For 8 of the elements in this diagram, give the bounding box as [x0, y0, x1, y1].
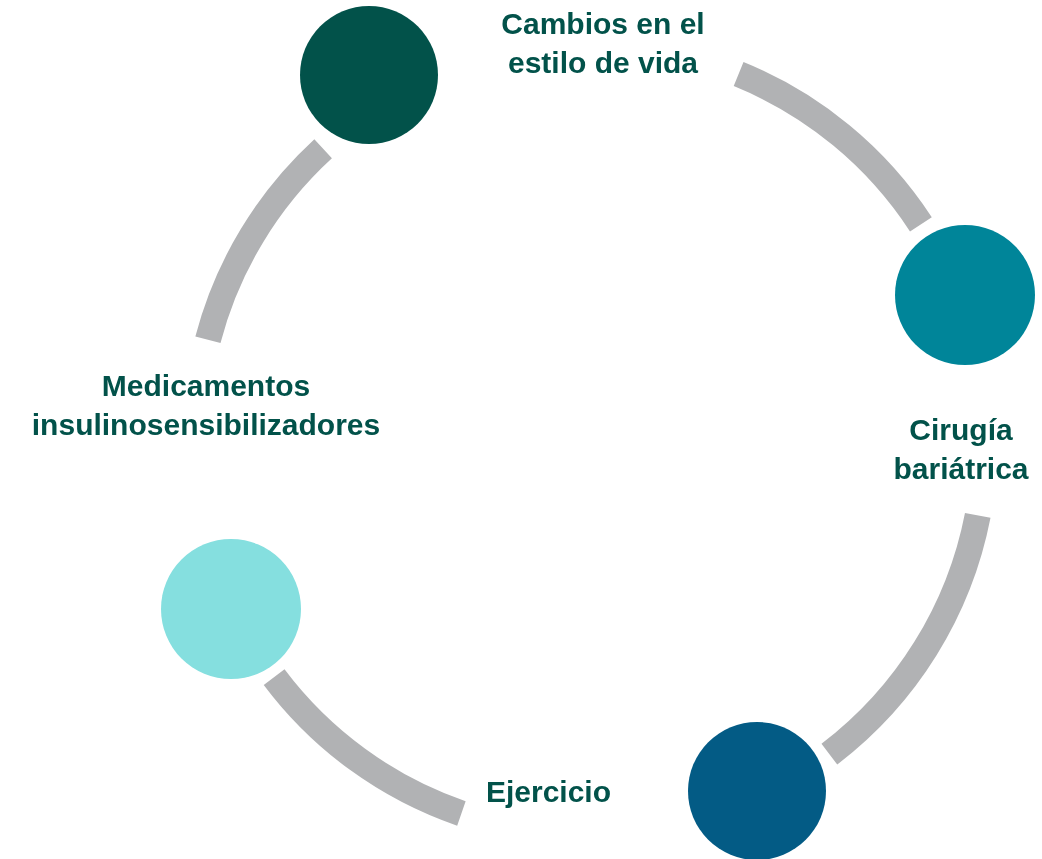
connector-arc: [732, 62, 932, 233]
connector-arc: [820, 512, 991, 765]
step-label: Cambios en el estilo de vida: [500, 6, 706, 81]
step-label: Cirugía bariátrica: [892, 412, 1030, 487]
connector-arc: [195, 139, 333, 344]
step-label: Ejercicio: [484, 774, 613, 810]
connector-arc: [264, 668, 467, 826]
step-label: Medicamentos insulinosensibilizadores: [30, 368, 382, 443]
